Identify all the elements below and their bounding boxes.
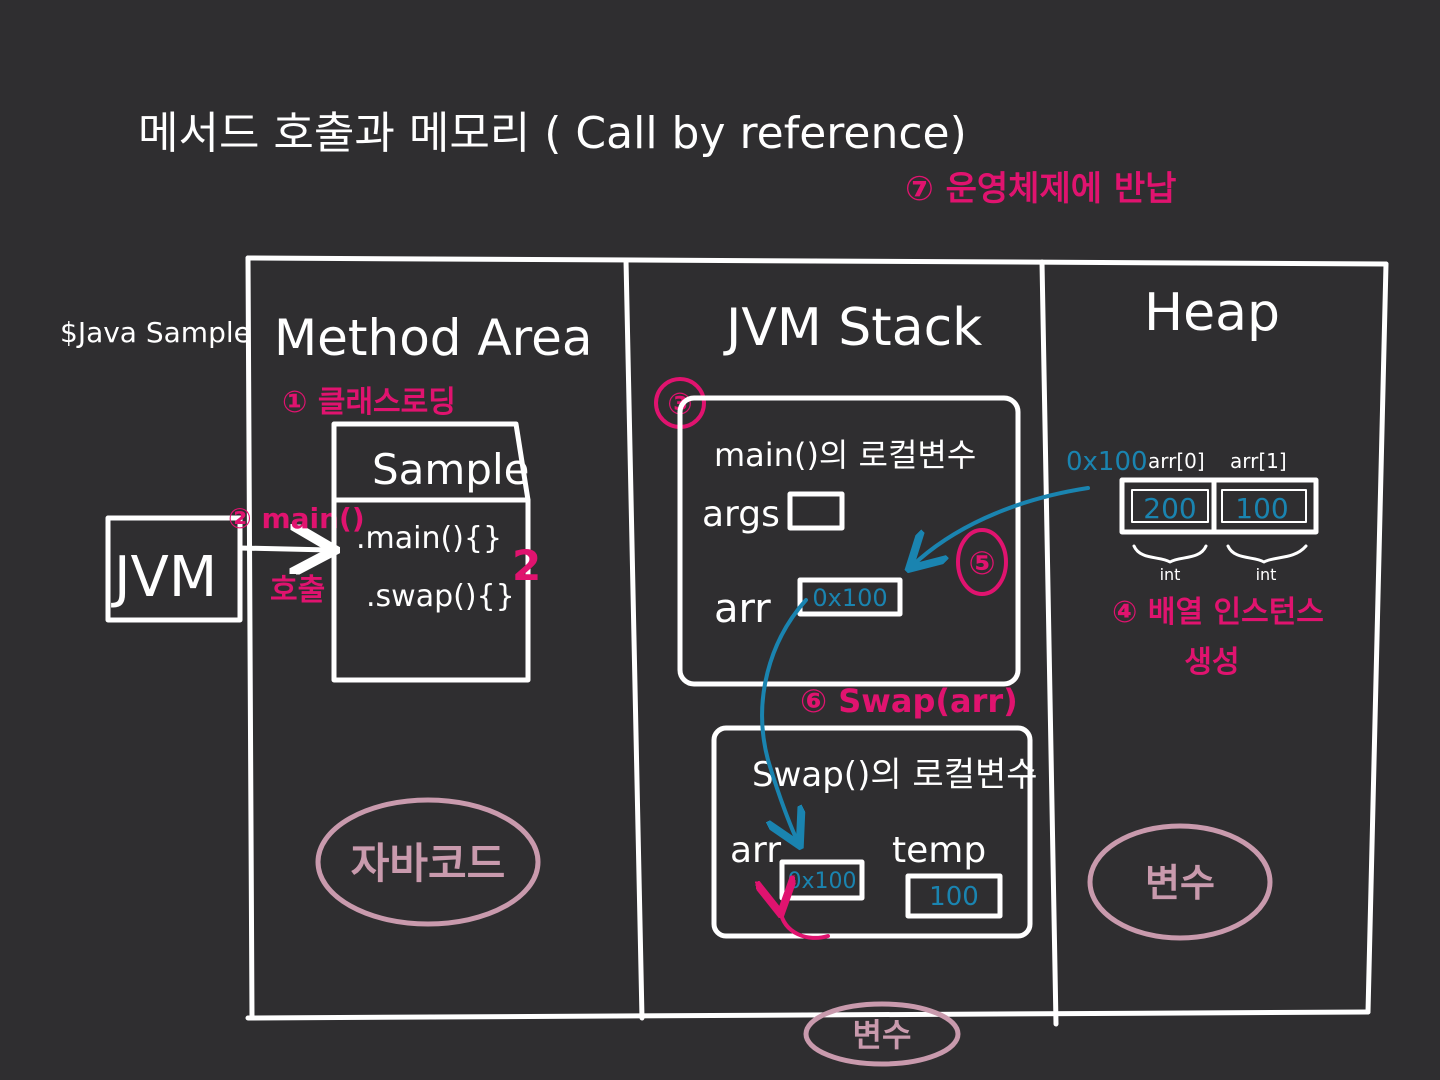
heap-brace-1 [1226,544,1308,564]
sample-class-name: Sample [372,445,529,494]
temp-label: temp [892,830,986,871]
swap-arr-mark [780,910,830,940]
heap-variable-badge-label: 변수 [1145,861,1215,905]
method-area-heading: Method Area [274,309,592,367]
swap-arr-value: 0x100 [787,869,856,894]
heap-brace-0 [1132,544,1208,564]
temp-slot [905,873,1003,919]
call-main-arrow [237,548,330,550]
swap-frame-title: Swap()의 로컬변수 [752,755,1038,795]
frame-left-line [245,255,255,1021]
main-stack-frame [677,395,1021,687]
main-arr-slot [797,577,903,617]
step-4-create: 생성 [1184,645,1239,680]
swap-stack-frame [711,725,1033,939]
heap-cell-1 [1221,489,1307,523]
heap-type-1: int [1256,565,1277,584]
heap-to-main-arrow [912,486,1090,566]
frame-bottom-line [245,1009,1371,1021]
heap-index-0: arr[0] [1148,449,1205,473]
diagram-title: 메서드 호출과 메모리 ( Call by reference) [138,108,967,159]
frame-top-line [245,255,1389,267]
jvm-box [105,515,243,623]
heap-array-address: 0x100 [1066,447,1148,477]
main-arr-label: arr [714,586,771,632]
heap-array-box [1119,477,1319,535]
step-5-label: ⑤ [968,544,995,582]
jvm-stack-heading: JVM Stack [723,298,982,358]
args-slot [787,491,845,531]
sample-class-mark: 2 [512,541,541,590]
java-code-badge [315,797,541,927]
temp-value: 100 [929,882,979,912]
swap-arr-label: arr [730,830,781,871]
heap-type-0: int [1160,565,1181,584]
step-2-call-label: 호출 [270,573,325,608]
main-arr-value: 0x100 [812,584,887,612]
java-code-badge-label: 자바코드 [351,839,506,888]
stack-variable-badge [803,1001,961,1067]
sample-method-swap: .swap(){} [366,579,515,614]
sample-method-main: .main(){} [356,521,502,556]
heap-cell-0 [1131,489,1209,523]
main-frame-title: main()의 로컬변수 [714,436,976,474]
memory-frame [245,255,1389,1027]
heap-value-0: 200 [1143,492,1196,525]
heap-heading: Heap [1144,283,1280,343]
step-2-main-call: ② main() [228,502,365,535]
step-7-return-to-os: ⑦ 운영체제에 반납 [905,169,1176,209]
divider-method-stack [623,257,645,1021]
step-4-array-instance: ④ 배열 인스턴스 [1112,595,1324,630]
command-label: $Java Sample [60,316,251,349]
heap-value-1: 100 [1235,492,1288,525]
jvm-box-label: JVM [111,545,217,610]
step-5-circle [956,528,1008,596]
divider-stack-heap [1039,259,1059,1027]
heap-variable-badge [1087,823,1273,941]
step-1-class-loading: ① 클래스로딩 [282,385,456,420]
main-to-swap-arrow [760,598,808,842]
stack-variable-badge-label: 변수 [853,1016,912,1054]
step-6-swap-call: ⑥ Swap(arr) [800,682,1018,720]
frame-right-line [1365,261,1389,1015]
heap-index-1: arr[1] [1230,449,1287,473]
args-label: args [702,494,780,535]
